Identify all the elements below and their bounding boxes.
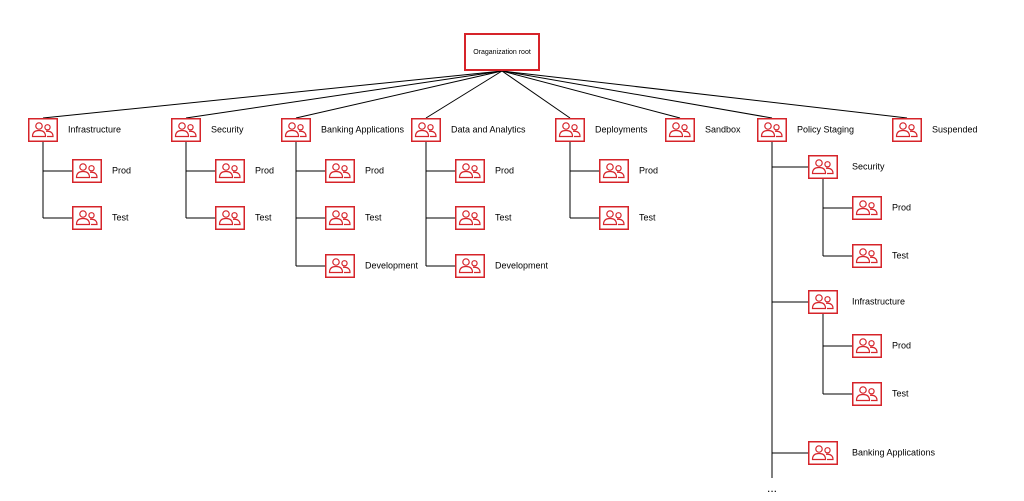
ou-node-policy-staging-security-prod[interactable]: [852, 196, 882, 220]
ou-label-infrastructure: Infrastructure: [68, 124, 121, 134]
ou-label-test: Test: [892, 388, 909, 398]
ou-node-security-test[interactable]: [215, 206, 245, 230]
ou-label-development: Development: [365, 260, 419, 270]
ou-label-security: Security: [211, 124, 244, 134]
ou-node-policy-staging-infrastructure-prod[interactable]: [852, 334, 882, 358]
root-connector-line: [501, 70, 773, 119]
ou-node-infrastructure[interactable]: [28, 118, 58, 142]
ou-label-test: Test: [365, 212, 382, 222]
ou-node-security-prod[interactable]: [215, 159, 245, 183]
ou-node-data-and-analytics-test[interactable]: [455, 206, 485, 230]
root-connector-line: [425, 70, 503, 119]
organizational-unit-users-icon: [558, 122, 581, 138]
ou-label-test: Test: [255, 212, 272, 222]
ou-node-policy-staging-security-test[interactable]: [852, 244, 882, 268]
ou-node-suspended[interactable]: [892, 118, 922, 142]
ou-label-sandbox: Sandbox: [705, 124, 741, 134]
organizational-unit-users-icon: [75, 210, 98, 226]
organizational-unit-users-icon: [668, 122, 691, 138]
ou-label-prod: Prod: [639, 165, 658, 175]
ou-node-deployments[interactable]: [555, 118, 585, 142]
continuation-ellipsis: ...: [767, 481, 777, 495]
ou-node-sandbox[interactable]: [665, 118, 695, 142]
organizational-unit-users-icon: [328, 210, 351, 226]
organizational-unit-users-icon: [760, 122, 783, 138]
organizational-unit-users-icon: [328, 163, 351, 179]
ou-node-infrastructure-test[interactable]: [72, 206, 102, 230]
ou-label-development: Development: [495, 260, 549, 270]
ou-node-policy-staging-infrastructure-test[interactable]: [852, 382, 882, 406]
ou-node-security[interactable]: [171, 118, 201, 142]
organizational-unit-users-icon: [218, 163, 241, 179]
organization-root-node[interactable]: Oraganization root: [464, 33, 540, 71]
ou-node-banking-applications-prod[interactable]: [325, 159, 355, 183]
organizational-unit-users-icon: [328, 258, 351, 274]
root-connector-line: [501, 70, 571, 119]
organizational-unit-users-icon: [75, 163, 98, 179]
ou-label-policy-staging: Policy Staging: [797, 124, 854, 134]
organizational-unit-users-icon: [811, 294, 834, 310]
root-connector-line: [501, 70, 681, 119]
organizational-unit-users-icon: [31, 122, 54, 138]
ou-label-prod: Prod: [495, 165, 514, 175]
ou-label-prod: Prod: [112, 165, 131, 175]
organizational-unit-users-icon: [458, 210, 481, 226]
ou-node-policy-staging-banking-applications[interactable]: [808, 441, 838, 465]
ou-node-banking-applications[interactable]: [281, 118, 311, 142]
ou-node-data-and-analytics[interactable]: [411, 118, 441, 142]
organizational-unit-users-icon: [602, 163, 625, 179]
organizational-unit-users-icon: [895, 122, 918, 138]
ou-label-test: Test: [495, 212, 512, 222]
ou-label-suspended: Suspended: [932, 124, 978, 134]
organizational-unit-users-icon: [855, 386, 878, 402]
organizational-unit-users-icon: [218, 210, 241, 226]
ou-node-policy-staging-infrastructure[interactable]: [808, 290, 838, 314]
root-connector-line: [185, 70, 503, 119]
organizational-unit-users-icon: [855, 248, 878, 264]
ou-node-banking-applications-development[interactable]: [325, 254, 355, 278]
ou-label-data-and-analytics: Data and Analytics: [451, 124, 526, 134]
organization-root-label: Oraganization root: [473, 49, 531, 56]
ou-node-data-and-analytics-prod[interactable]: [455, 159, 485, 183]
root-connector-line: [42, 70, 503, 119]
ou-node-data-and-analytics-development[interactable]: [455, 254, 485, 278]
organizational-unit-users-icon: [458, 258, 481, 274]
ou-node-policy-staging-security[interactable]: [808, 155, 838, 179]
ou-label-prod: Prod: [255, 165, 274, 175]
organizational-unit-users-icon: [811, 159, 834, 175]
root-connector-line: [501, 70, 908, 119]
organizational-unit-users-icon: [414, 122, 437, 138]
organizational-unit-users-icon: [811, 445, 834, 461]
ou-node-infrastructure-prod[interactable]: [72, 159, 102, 183]
ou-label-security: Security: [852, 161, 885, 171]
organizational-unit-users-icon: [284, 122, 307, 138]
ou-label-prod: Prod: [365, 165, 384, 175]
root-connector-line: [295, 70, 503, 119]
organizational-unit-users-icon: [855, 338, 878, 354]
organizational-unit-users-icon: [602, 210, 625, 226]
ou-node-deployments-prod[interactable]: [599, 159, 629, 183]
organizational-unit-users-icon: [458, 163, 481, 179]
ou-node-policy-staging[interactable]: [757, 118, 787, 142]
ou-node-banking-applications-test[interactable]: [325, 206, 355, 230]
ou-label-test: Test: [892, 250, 909, 260]
organizational-unit-users-icon: [855, 200, 878, 216]
ou-label-test: Test: [112, 212, 129, 222]
ou-label-infrastructure: Infrastructure: [852, 296, 905, 306]
ou-label-prod: Prod: [892, 202, 911, 212]
organizational-unit-users-icon: [174, 122, 197, 138]
ou-node-deployments-test[interactable]: [599, 206, 629, 230]
ou-label-test: Test: [639, 212, 656, 222]
ou-label-deployments: Deployments: [595, 124, 648, 134]
ou-label-banking-applications: Banking Applications: [852, 447, 936, 457]
ou-label-banking-applications: Banking Applications: [321, 124, 405, 134]
ou-label-prod: Prod: [892, 340, 911, 350]
